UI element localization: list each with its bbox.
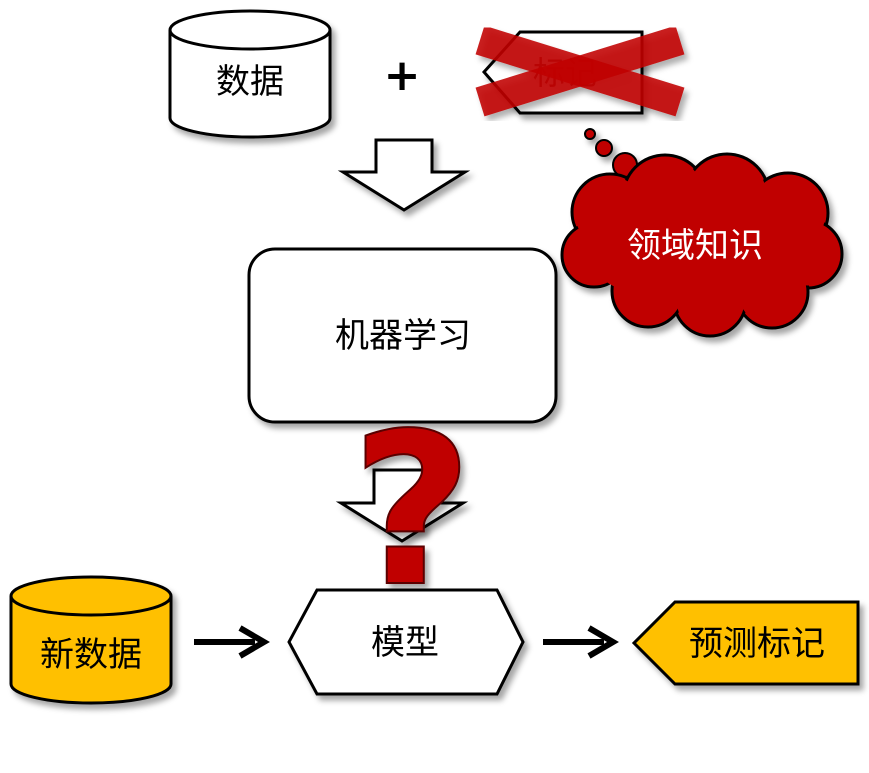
machine-learning-label: 机器学习 — [335, 316, 471, 356]
thought-bubbles — [584, 128, 638, 178]
predicted-labels-tag — [631, 600, 860, 686]
cross-out-icon — [475, 25, 685, 117]
down-arrow-icon — [337, 138, 471, 212]
right-arrow-icon — [194, 625, 270, 659]
model-hexagon — [287, 588, 525, 696]
model-label: 模型 — [371, 623, 439, 663]
right-arrow-icon — [543, 625, 619, 659]
labels-tag-crossed: 标记 — [475, 25, 685, 117]
new-data-cylinder — [9, 575, 173, 705]
predicted-labels-label: 预测标记 — [689, 624, 825, 664]
domain-knowledge-cloud — [560, 152, 844, 338]
new-data-label: 新数据 — [40, 635, 142, 675]
plus-sign: + — [384, 50, 421, 101]
machine-learning-box — [247, 247, 558, 424]
data-label: 数据 — [216, 62, 284, 102]
down-arrow-icon — [335, 468, 469, 543]
domain-knowledge-label: 领域知识 — [627, 226, 763, 266]
data-cylinder — [168, 9, 332, 139]
